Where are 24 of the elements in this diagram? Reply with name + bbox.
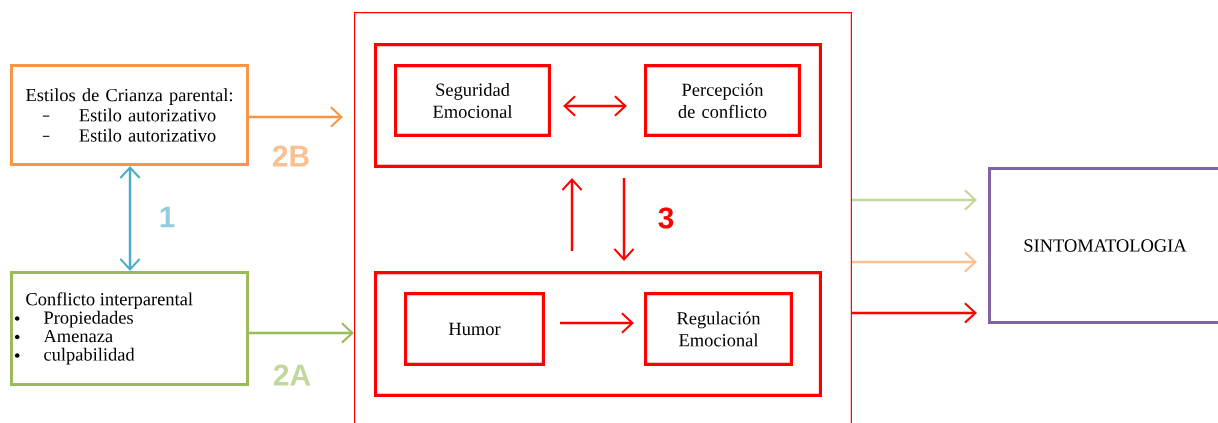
edge-label: 1 xyxy=(160,206,175,228)
double-arrow xyxy=(119,165,141,271)
arrow xyxy=(852,189,977,211)
arrow xyxy=(852,251,977,273)
arrow xyxy=(560,312,634,334)
edge-label: 2A xyxy=(273,364,311,386)
concept-box: Humor xyxy=(404,292,545,366)
double-arrow xyxy=(563,95,627,117)
text-box: Estilos de Crianza parental: Estilo autorizativo Estilo autorizativo xyxy=(10,64,250,166)
edge-label: 2B xyxy=(272,145,309,167)
concept-box: Regulación Emocional xyxy=(644,292,793,366)
edge-label: 3 xyxy=(658,207,674,229)
concept-box: Percepción de conflicto xyxy=(644,64,801,137)
arrow xyxy=(852,302,977,324)
group-box xyxy=(374,43,822,168)
text-box: Conflicto interparental Propiedades Amenaza culpabilidad xyxy=(10,270,250,386)
arrow xyxy=(561,178,583,251)
outer-frame xyxy=(354,11,853,423)
outcome-box: SINTOMATOLOGIA xyxy=(988,166,1218,324)
arrow xyxy=(249,106,343,128)
arrow xyxy=(249,322,354,344)
group-box xyxy=(374,271,822,397)
arrow xyxy=(613,178,635,261)
concept-box: Seguridad Emocional xyxy=(394,64,551,137)
